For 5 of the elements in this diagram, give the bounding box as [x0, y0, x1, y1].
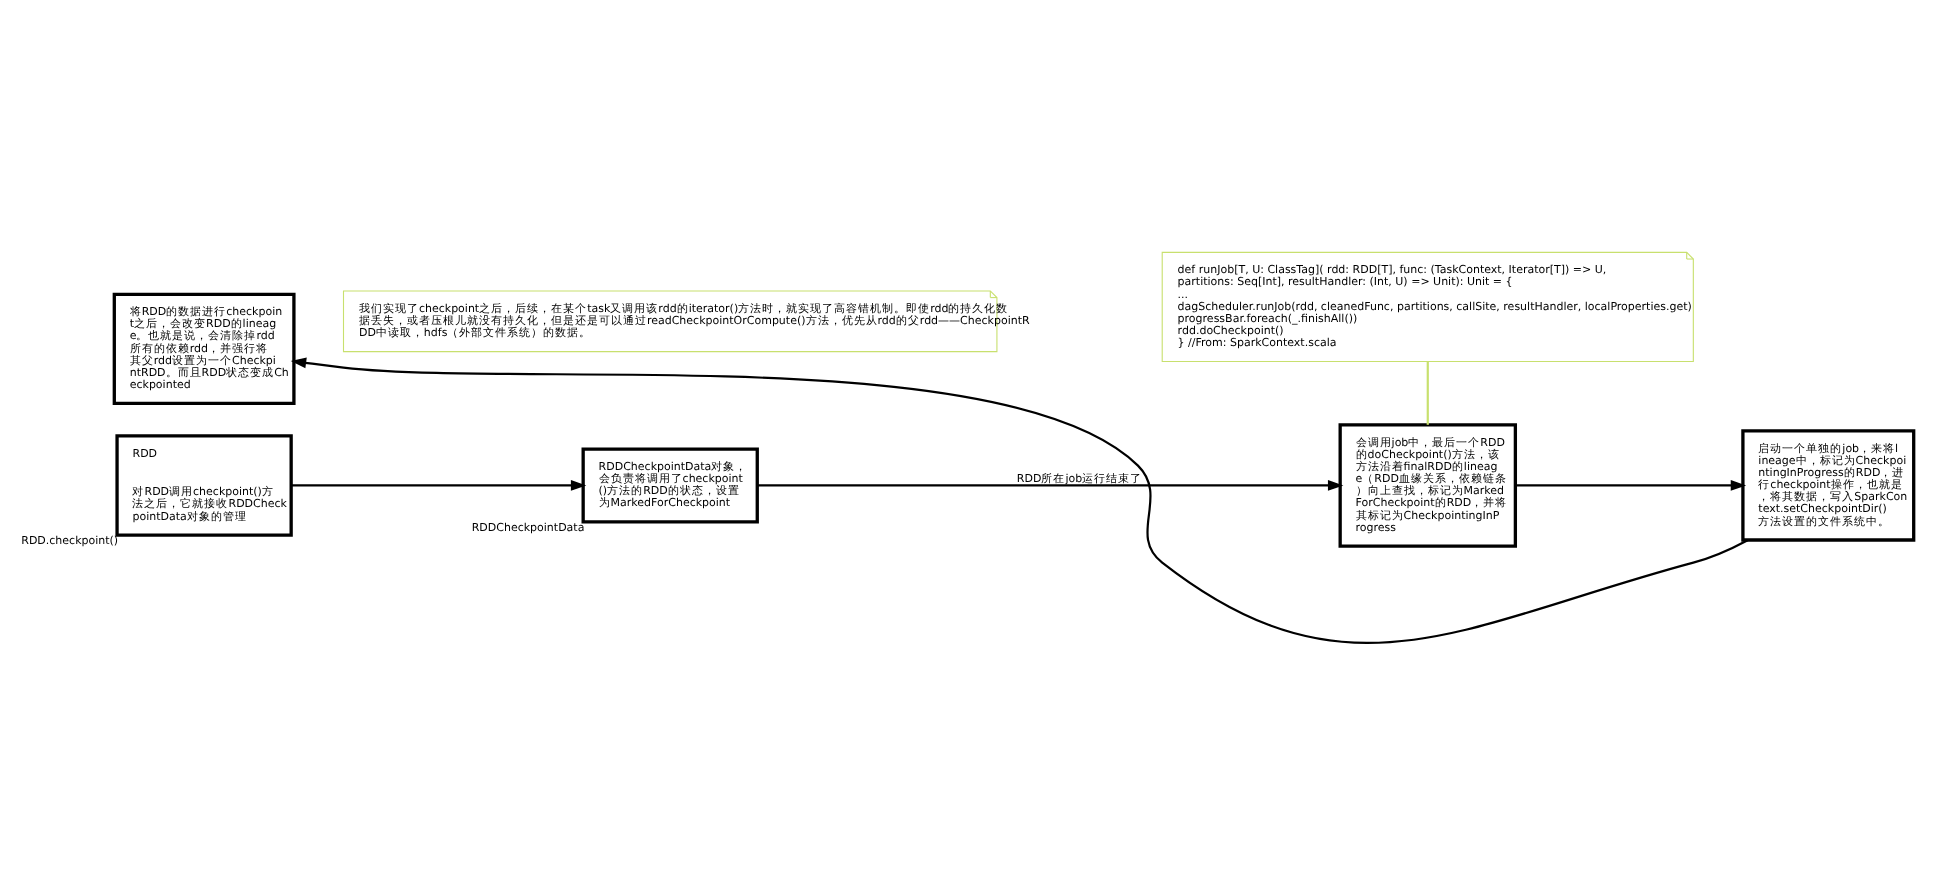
arrow [1515, 479, 1747, 490]
arrow [290, 356, 1749, 643]
arrow [757, 479, 1344, 490]
arrow [291, 479, 587, 490]
connector [1426, 360, 1429, 424]
